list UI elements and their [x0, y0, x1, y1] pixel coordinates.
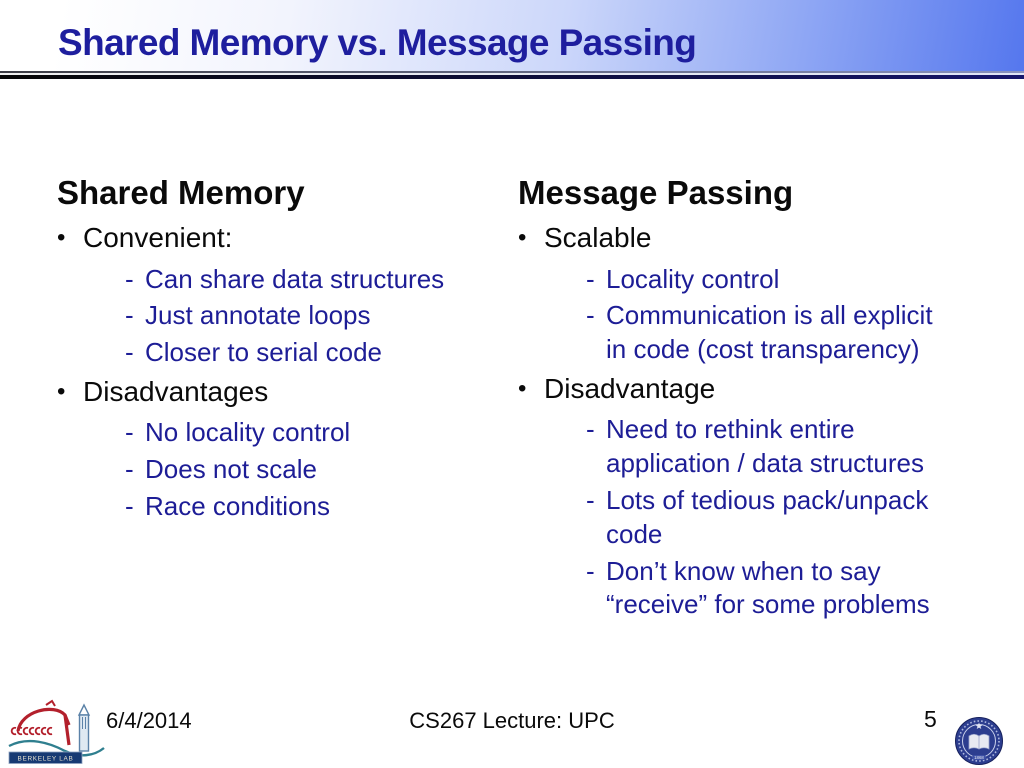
list-item: - Communication is all explicit in code … [518, 299, 988, 367]
header-band: Shared Memory vs. Message Passing [0, 0, 1024, 71]
column-message-passing: Message Passing • Scalable - Locality co… [518, 172, 988, 625]
dash-marker: - [125, 263, 134, 294]
divider-line-top [0, 71, 1024, 73]
dash-marker: - [125, 491, 134, 522]
footer-course-label: CS267 Lecture: UPC [409, 708, 615, 733]
list-item-text: Disadvantage [544, 373, 716, 405]
list-item-text: Just annotate loops [145, 300, 371, 331]
berkeley-lab-label: BERKELEY LAB [18, 756, 74, 763]
list-item: - Don’t know when to say “receive” for s… [518, 555, 988, 623]
dash-marker: - [586, 300, 595, 331]
list-item: • Scalable [518, 220, 988, 256]
list-item: - Can share data structures [57, 263, 497, 297]
column-heading: Message Passing [518, 174, 794, 211]
list-item-text: Locality control [606, 263, 780, 294]
list-item: - Closer to serial code [57, 336, 497, 370]
bullet-marker: • [57, 378, 66, 406]
dash-marker: - [586, 555, 595, 586]
list-item-text: Closer to serial code [145, 337, 382, 368]
bullet-marker: • [518, 375, 527, 403]
uc-berkeley-seal-icon: 1868 [955, 717, 1003, 765]
list-item: • Disadvantage [518, 371, 988, 407]
footer: BERKELEY LAB 6/4/2014 CS267 Lecture: UPC… [0, 690, 1024, 768]
column-heading: Shared Memory [57, 174, 305, 211]
slide-title: Shared Memory vs. Message Passing [58, 22, 697, 63]
berkeley-lab-logo: BERKELEY LAB [8, 699, 105, 766]
list-item: • Disadvantages [57, 374, 497, 410]
divider-line-bottom [0, 75, 1024, 79]
list-item-text: Convenient: [83, 222, 233, 254]
list-item-text: Communication is all explicit in code (c… [606, 300, 933, 365]
list-item-text: Does not scale [145, 454, 317, 485]
dash-marker: - [586, 485, 595, 516]
list-item: - Lots of tedious pack/unpack code [518, 484, 988, 552]
list-item-text: No locality control [145, 417, 351, 448]
page-number: 5 [924, 706, 937, 732]
divider-line-mid [0, 73, 1024, 75]
list-item-text: Don’t know when to say “receive” for som… [606, 555, 930, 620]
bullet-marker: • [518, 224, 527, 252]
list-item: - Does not scale [57, 453, 497, 487]
dash-marker: - [586, 263, 595, 294]
list-item-text: Lots of tedious pack/unpack code [606, 485, 929, 549]
seal-year: 1868 [974, 755, 984, 760]
dash-marker: - [125, 417, 134, 448]
list-item: - No locality control [57, 416, 497, 450]
dash-marker: - [586, 414, 595, 445]
list-item-text: Disadvantages [83, 376, 269, 408]
dash-marker: - [125, 300, 134, 331]
column-shared-memory: Shared Memory • Convenient: - Can share … [57, 172, 497, 527]
title-divider [0, 71, 1024, 79]
bullet-marker: • [57, 224, 66, 252]
list-item-text: Race conditions [145, 491, 330, 522]
list-item-text: Need to rethink entire application / dat… [606, 414, 924, 479]
list-item-text: Can share data structures [145, 263, 445, 294]
list-item: - Locality control [518, 263, 988, 297]
list-item-text: Scalable [544, 222, 652, 254]
dash-marker: - [125, 337, 134, 368]
list-item: - Need to rethink entire application / d… [518, 413, 988, 481]
list-item: • Convenient: [57, 220, 497, 256]
campanile-icon [77, 703, 91, 752]
list-item: - Just annotate loops [57, 299, 497, 333]
list-item: - Race conditions [57, 490, 497, 524]
footer-date: 6/4/2014 [106, 708, 192, 733]
dash-marker: - [125, 454, 134, 485]
